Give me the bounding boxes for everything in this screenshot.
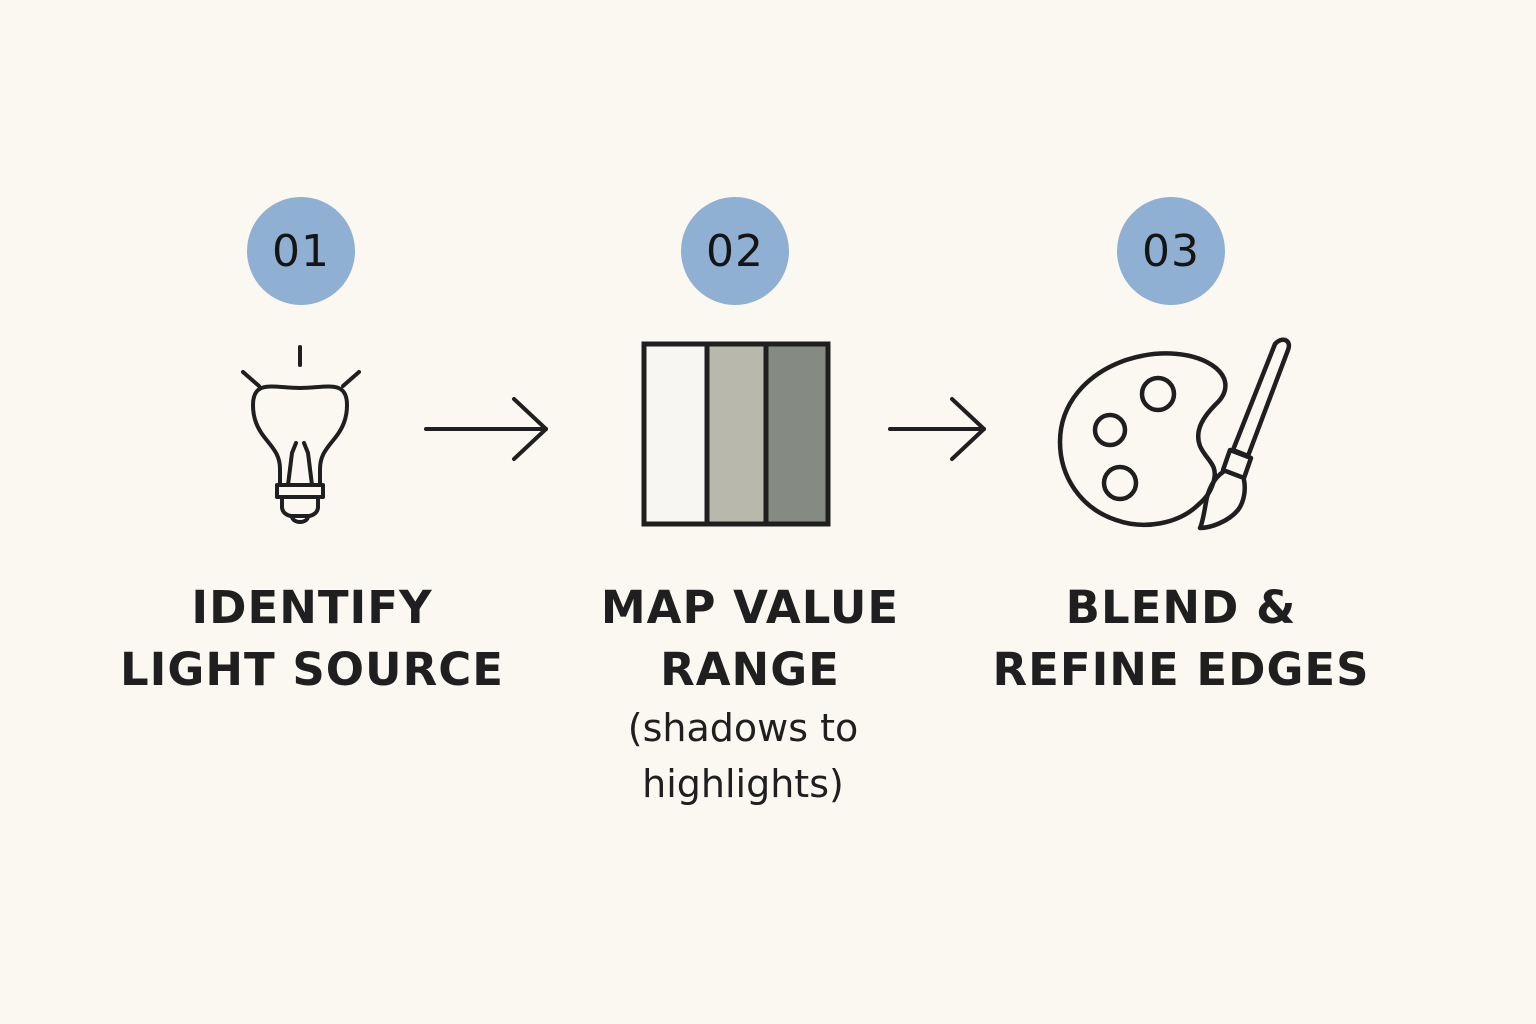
step-1-number-badge: 01 <box>247 197 355 305</box>
step-2-subtitle-line-1: (shadows to <box>627 706 859 750</box>
palette-brush-icon <box>1057 337 1292 531</box>
step-2-subtitle-line-2: highlights) <box>642 762 844 806</box>
step-2-subtitle: (shadows to highlights) <box>543 700 943 812</box>
step-1-title-line-2: LIGHT SOURCE <box>120 643 504 696</box>
lightbulb-icon <box>241 345 361 524</box>
step-2-number: 02 <box>706 225 764 277</box>
step-2-title: MAP VALUE RANGE <box>550 577 950 701</box>
step-3-title-line-1: BLEND & <box>1065 581 1297 634</box>
step-3-title: BLEND & REFINE EDGES <box>981 577 1381 701</box>
step-1-title-line-1: IDENTIFY <box>191 581 433 634</box>
step-3-number-badge: 03 <box>1117 197 1225 305</box>
step-1-number: 01 <box>272 225 330 277</box>
step-1-title: IDENTIFY LIGHT SOURCE <box>112 577 512 701</box>
step-2-number-badge: 02 <box>681 197 789 305</box>
arrow-right-icon <box>888 397 986 461</box>
step-2-title-line-2: RANGE <box>660 643 840 696</box>
step-2-title-line-1: MAP VALUE <box>600 581 900 634</box>
value-swatches-icon <box>641 341 831 527</box>
arrow-right-icon <box>424 397 548 461</box>
step-3-title-line-2: REFINE EDGES <box>992 643 1370 696</box>
step-3-number: 03 <box>1142 225 1200 277</box>
